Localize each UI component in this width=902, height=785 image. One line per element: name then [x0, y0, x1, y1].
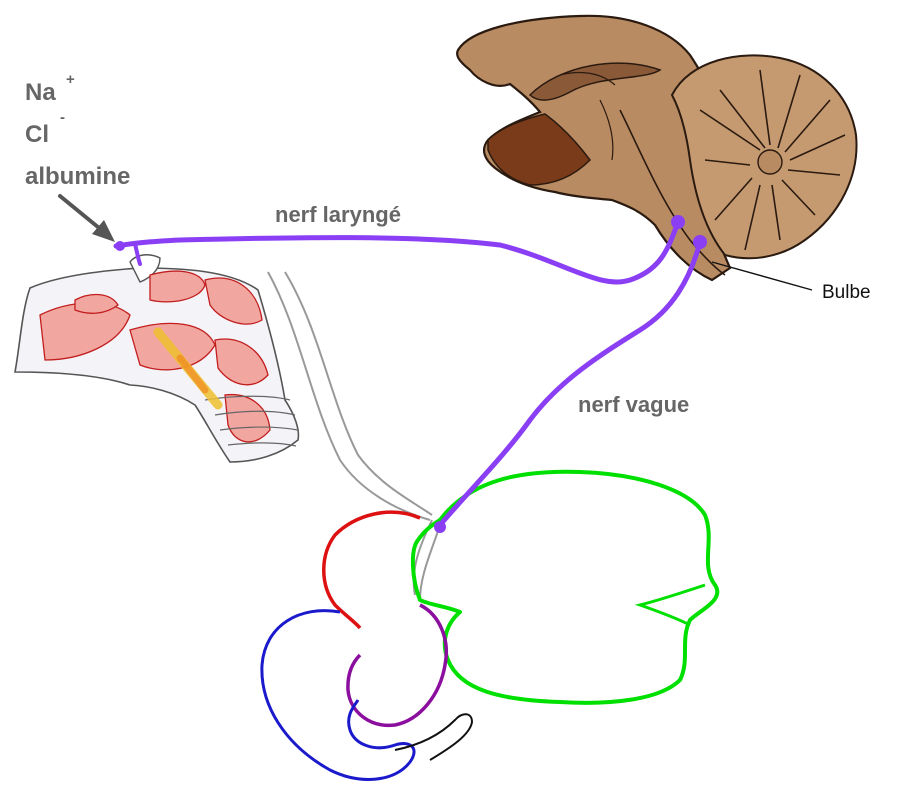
nerve-node-stomach — [434, 521, 446, 533]
jejunum — [348, 605, 446, 725]
label-nerf-larynge: nerf laryngé — [275, 202, 401, 227]
nerve-node-brain-1 — [671, 215, 685, 229]
ion-albumine: albumine — [25, 163, 130, 190]
nerf-vague-path — [440, 242, 700, 525]
input-arrow — [60, 196, 115, 242]
nerve-node-brain-2 — [693, 235, 707, 249]
ion-na-charge: + — [66, 71, 75, 88]
bulbe-label: Bulbe — [822, 282, 871, 303]
ion-na: Na — [25, 79, 56, 106]
ion-labels: Na + Cl - albumine — [25, 71, 130, 190]
larynx — [15, 255, 298, 462]
ion-cl-charge: - — [60, 109, 65, 126]
bulbe-pointer — [712, 262, 812, 290]
stomach-notch — [640, 585, 705, 625]
ion-cl: Cl — [25, 121, 49, 148]
colon — [262, 611, 414, 780]
nerve-node-larynx — [115, 241, 125, 251]
brain-section — [457, 16, 856, 280]
label-nerf-vague: nerf vague — [578, 392, 689, 417]
